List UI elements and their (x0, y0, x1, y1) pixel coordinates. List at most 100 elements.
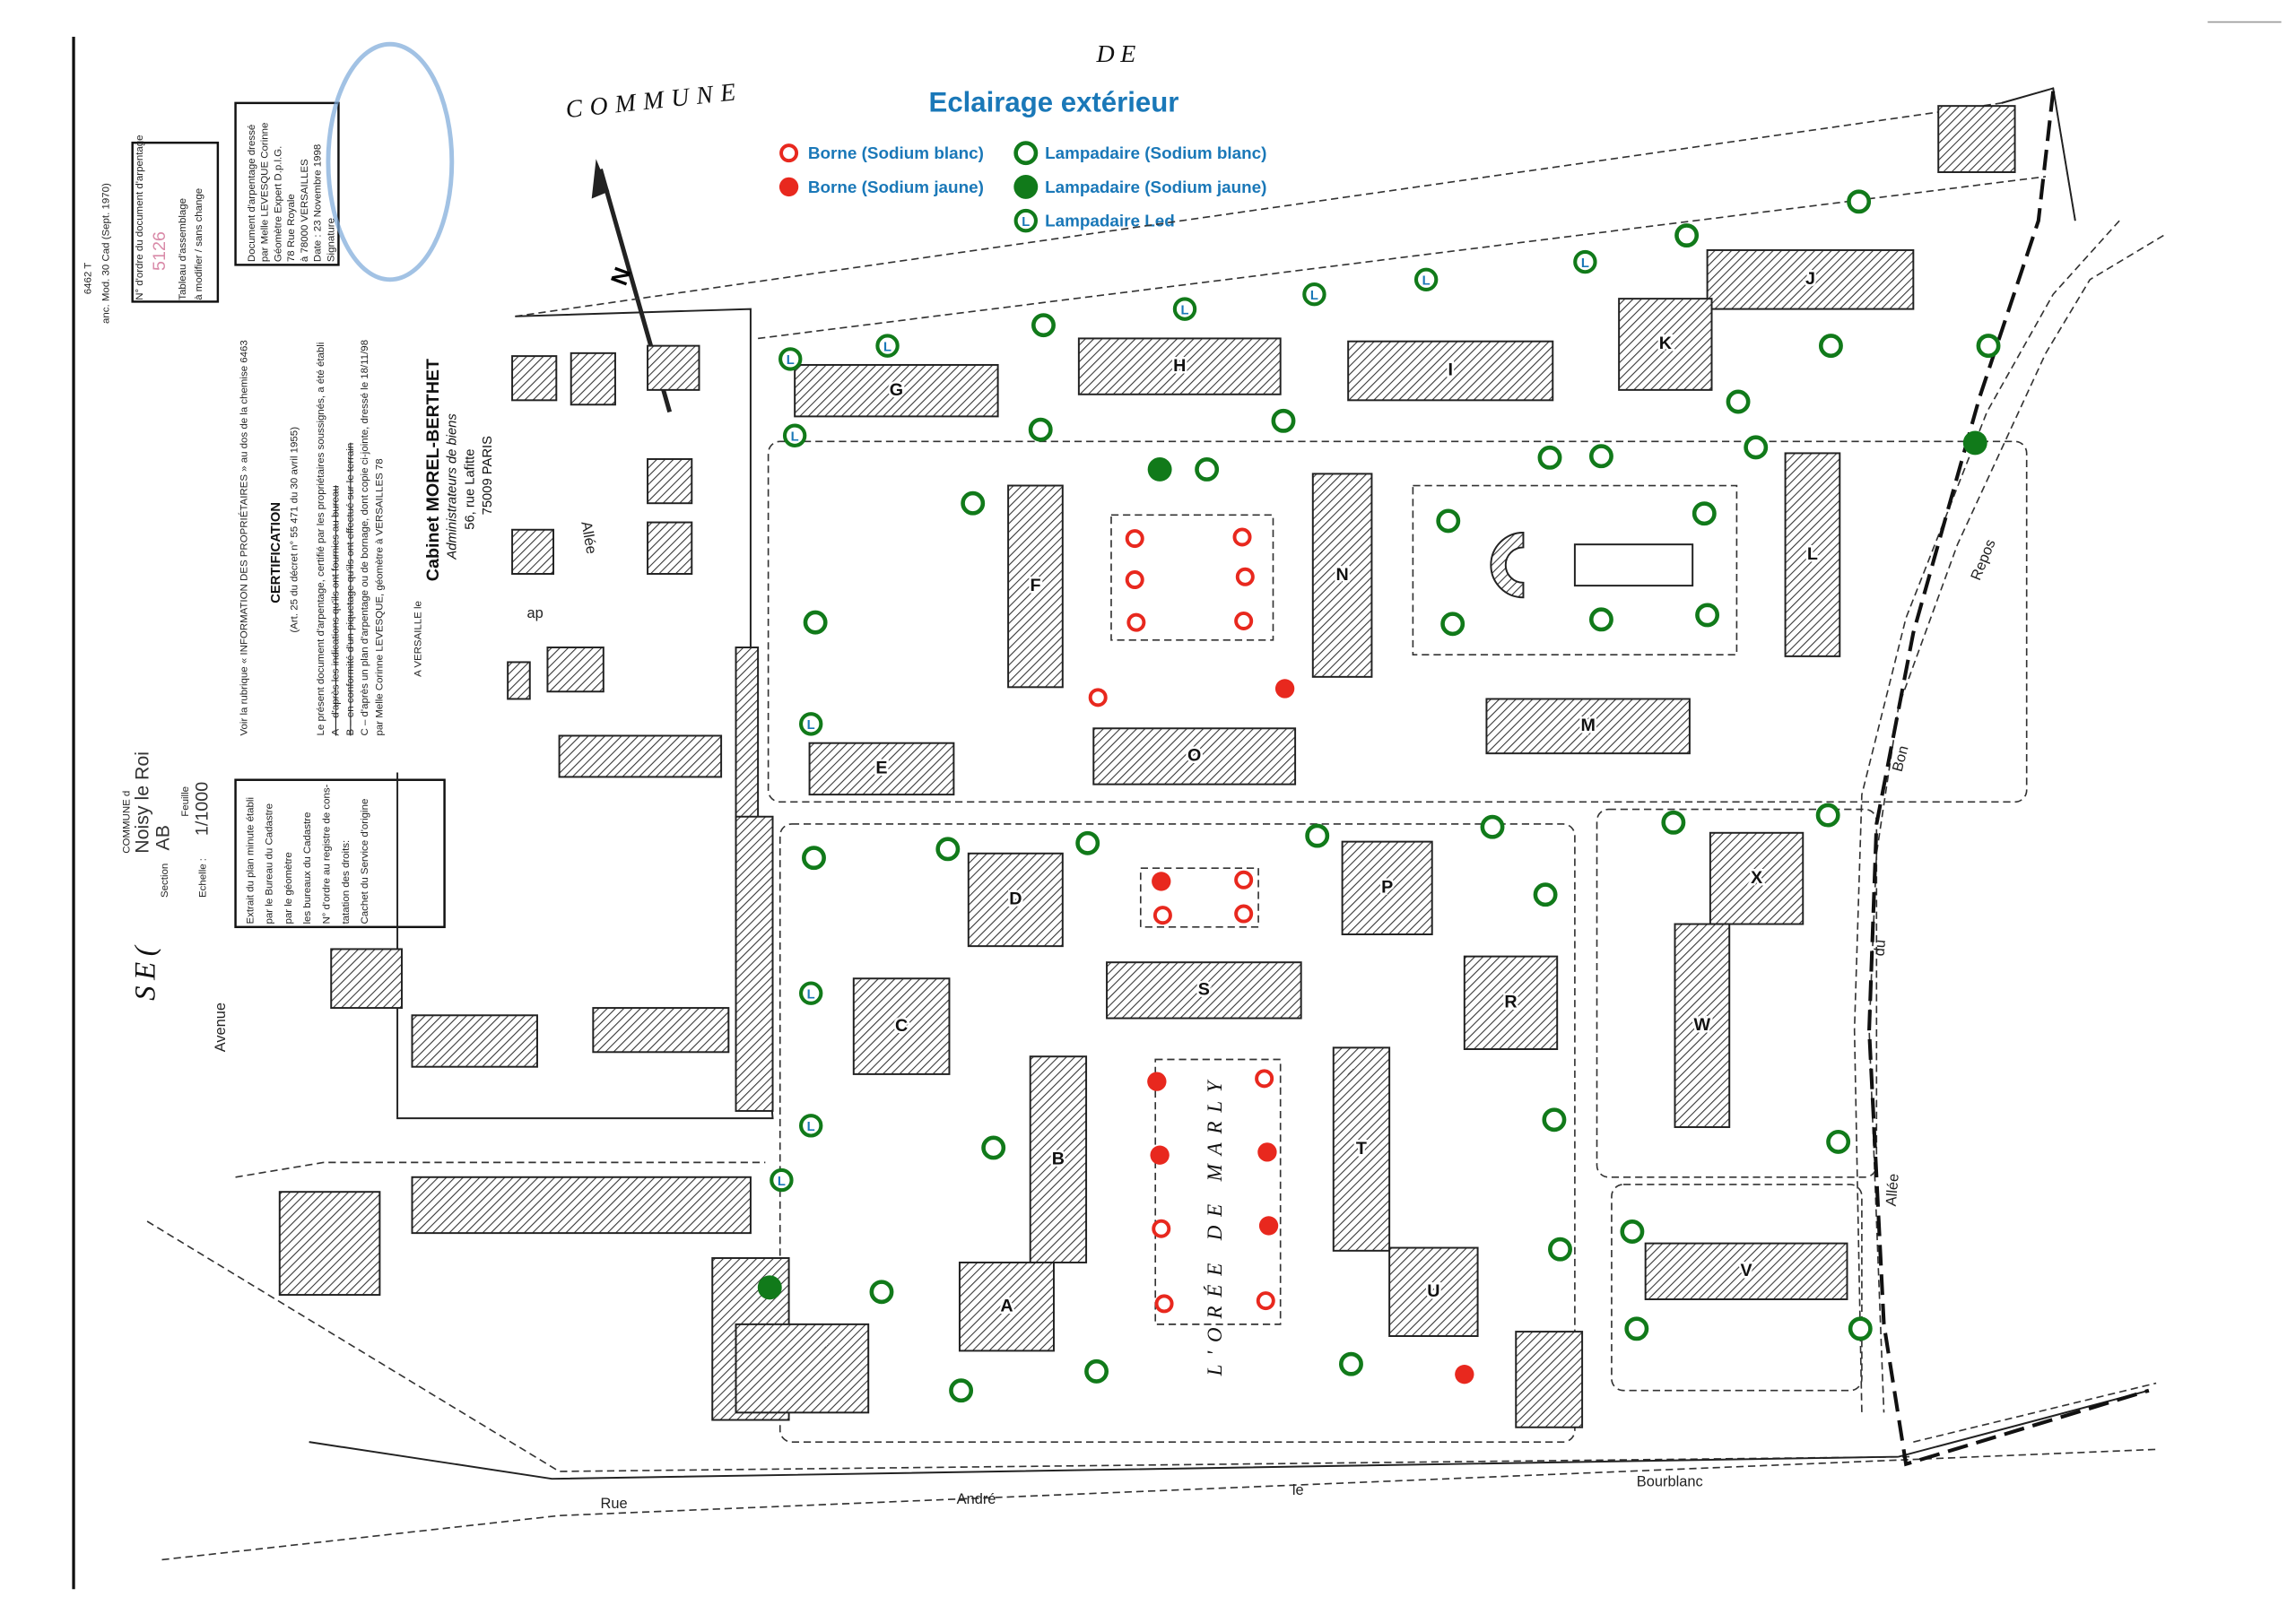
led-glyph: L (1310, 289, 1318, 303)
building-A: A (958, 1261, 1055, 1352)
extrait-line: par le géomètre (283, 852, 294, 924)
led-glyph: L (1581, 256, 1589, 271)
led-glyph: L (778, 1175, 786, 1189)
building-label: I (1448, 360, 1452, 380)
cert-line5: par Melle Corinne LEVESQUE, géomètre à V… (375, 458, 386, 735)
parcel (507, 661, 531, 700)
parcel (647, 344, 700, 391)
borne-sodium-jaune-icon (1152, 872, 1171, 891)
borne-sodium-blanc-icon (1152, 1219, 1171, 1238)
building-label: F (1030, 576, 1040, 595)
lampadaire-sodium-blanc-icon (1588, 444, 1613, 469)
extrait-box (234, 778, 446, 929)
lampadaire-sodium-blanc-icon (1480, 814, 1505, 839)
lampadaire-sodium-blanc-icon (1031, 313, 1056, 338)
lampadaire-sodium-blanc-icon (1075, 830, 1100, 855)
parcel (647, 521, 693, 575)
feuille-label: Feuille (180, 786, 191, 817)
lampadaire-sodium-blanc-icon (1695, 603, 1720, 628)
lampadaire-sodium-blanc-icon (1548, 1237, 1572, 1262)
parcel (735, 815, 774, 1112)
street-name-rue: Rue (601, 1496, 628, 1512)
parcel (1937, 105, 2016, 173)
led-glyph: L (1181, 303, 1189, 317)
commune-label: COMMUNE d (121, 791, 132, 854)
building-L: L (1784, 452, 1841, 657)
lampadaire-sodium-blanc-icon (1271, 408, 1296, 433)
lampadaire-sodium-blanc-icon (1744, 435, 1769, 460)
lampadaire-led-icon: L (778, 347, 803, 371)
lampadaire-sodium-blanc-icon (1847, 189, 1872, 214)
document-box-line: Géomètre Expert D.p.l.G. (273, 146, 283, 262)
street-name-andre: André (957, 1491, 996, 1507)
section-value: AB (152, 825, 174, 850)
lampadaire-led-icon: L (782, 423, 807, 447)
extrait-line: les bureaux du Cadastre (302, 812, 313, 924)
parcel (570, 352, 616, 406)
street-name-allee: Allée (1883, 1173, 1902, 1207)
building-B: B (1029, 1055, 1088, 1263)
lampadaire-sodium-jaune-icon (1147, 457, 1172, 482)
building-label: G (890, 380, 903, 400)
parcel (1515, 1331, 1584, 1428)
building-P: P (1341, 840, 1433, 936)
building-T: T (1332, 1046, 1391, 1252)
borne-sodium-blanc-icon (1152, 906, 1172, 925)
parcel (592, 1007, 730, 1054)
cert-article: (Art. 25 du décret n° 55 471 du 30 avril… (289, 427, 300, 633)
building-label: C (895, 1016, 908, 1036)
lampadaire-sodium-blanc-icon (869, 1280, 894, 1305)
lampadaire-sodium-blanc-icon (981, 1135, 1006, 1160)
building-M: M (1485, 698, 1691, 755)
building-label: V (1741, 1261, 1752, 1280)
legend-label: Lampadaire (Sodium jaune) (1045, 178, 1266, 196)
lampadaire-sodium-blanc-icon (1661, 810, 1686, 835)
building-label: M (1580, 716, 1595, 735)
certification-block: Voir la rubrique « INFORMATION DES PROPR… (239, 340, 495, 736)
extrait-line: tatation des droits: (341, 840, 352, 924)
lampadaire-sodium-blanc-icon (1976, 334, 2001, 359)
cert-line2: A – d'après les indications qu'ils ont f… (330, 485, 341, 735)
building-J: J (1706, 248, 1915, 310)
lampadaire-sodium-blanc-icon (1084, 1358, 1109, 1384)
borne-sodium-blanc-icon (1234, 611, 1254, 630)
street-name-le: le (1292, 1482, 1304, 1498)
allee-label: Allée (578, 520, 599, 555)
lampadaire-sodium-blanc-icon (1339, 1351, 1363, 1376)
borne-sodium-jaune-icon (1455, 1365, 1474, 1384)
legend: Borne (Sodium blanc)Borne (Sodium jaune)… (778, 141, 1266, 233)
document-box-line: Date : 23 Novembre 1998 (313, 144, 324, 262)
legend-label: Borne (Sodium blanc) (808, 143, 984, 162)
lampadaire-sodium-jaune-icon (1013, 174, 1039, 199)
parcel (735, 647, 760, 840)
borne-sodium-blanc-icon (1125, 529, 1144, 549)
building-N: N (1311, 473, 1373, 678)
cert-rubrique: Voir la rubrique « INFORMATION DES PROPR… (239, 340, 250, 735)
borne-sodium-blanc-icon (1126, 612, 1146, 632)
building-R: R (1463, 955, 1559, 1051)
building-H: H (1077, 337, 1282, 395)
borne-sodium-blanc-icon (1235, 567, 1255, 586)
lampadaire-led-icon: L (1302, 282, 1326, 307)
commune-label-map: COMMUNE (564, 78, 744, 125)
lampadaire-sodium-blanc-icon (1692, 501, 1717, 526)
surveyor-stamp (326, 41, 455, 282)
building-G: G (794, 363, 999, 418)
ordre-value: 5126 (150, 231, 170, 271)
lampadaire-sodium-blanc-icon (1726, 389, 1751, 414)
cert-cabinet: Cabinet MOREL-BERTHET (423, 359, 443, 581)
extrait-line: Extrait du plan minute établi (245, 797, 256, 924)
led-glyph: L (807, 718, 815, 733)
building-U: U (1388, 1246, 1479, 1337)
lampadaire-sodium-blanc-icon (1542, 1107, 1567, 1133)
tableau-opts: à modifier / sans change (194, 188, 204, 300)
building-F: F (1007, 484, 1064, 689)
building-label: K (1659, 334, 1673, 353)
lampadaire-led-icon: L (1413, 267, 1439, 291)
parcel (330, 948, 403, 1010)
lampadaire-sodium-jaune-icon (1962, 430, 1987, 456)
building-label: R (1504, 993, 1517, 1012)
street-name-bourblanc: Bourblanc (1637, 1473, 1703, 1489)
